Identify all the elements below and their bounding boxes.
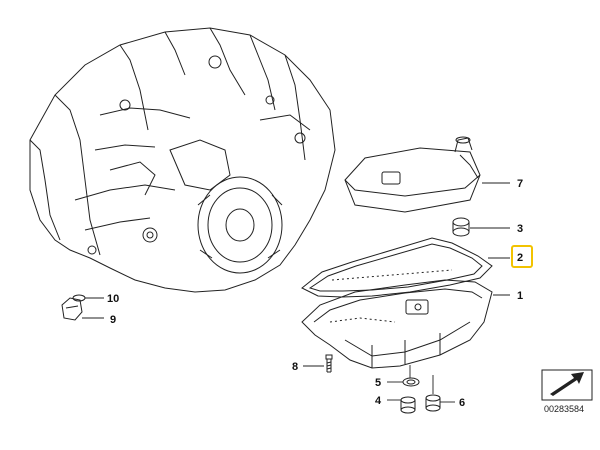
oil-pan <box>301 279 493 369</box>
document-id: 00283584 <box>544 404 584 414</box>
bolt-8 <box>325 354 333 373</box>
oil-filter <box>344 136 481 213</box>
leader-lines <box>82 182 510 403</box>
callout-1: 1 <box>517 290 523 302</box>
callout-10: 10 <box>107 293 119 305</box>
filler-plug-6 <box>425 394 441 412</box>
callout-3: 3 <box>517 223 523 235</box>
seal-ring-5 <box>402 377 420 387</box>
pan-gasket <box>301 237 493 298</box>
callout-4: 4 <box>375 395 382 407</box>
transmission-housing <box>29 27 336 293</box>
plug-9 <box>61 297 83 321</box>
callout-6: 6 <box>459 397 465 409</box>
callout-2: 2 <box>517 252 523 264</box>
callout-5: 5 <box>375 377 381 389</box>
callout-8: 8 <box>292 361 298 373</box>
drain-plug-4 <box>400 396 416 414</box>
callout-7: 7 <box>517 178 523 190</box>
highlight-box <box>511 245 533 268</box>
grommet <box>452 217 470 237</box>
callout-9: 9 <box>110 314 116 326</box>
arrow-frame-icon <box>541 369 593 401</box>
